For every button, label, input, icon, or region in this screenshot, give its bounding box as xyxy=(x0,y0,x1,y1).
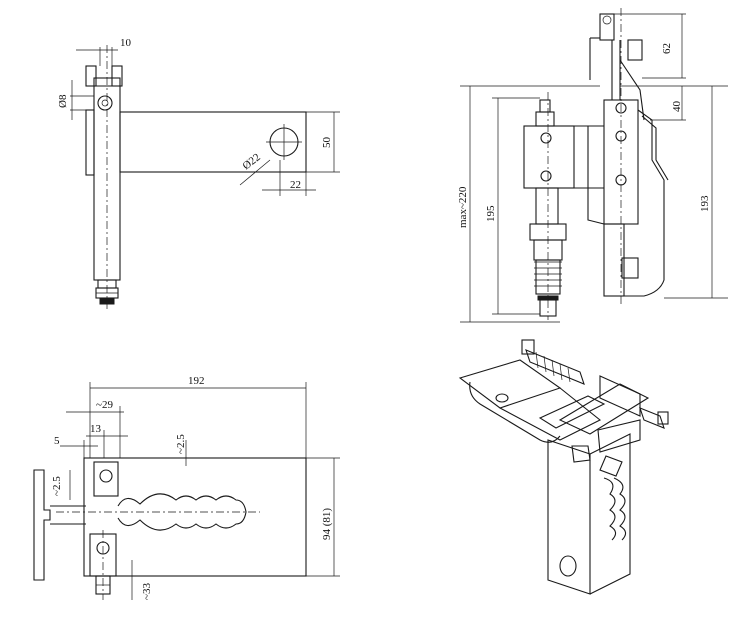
top-right-view: 62 40 max~220 195 193 xyxy=(457,8,728,323)
dim-2-5-top: ~2.5 xyxy=(175,434,187,454)
top-left-view: 10 Ø8 Ø22 50 22 xyxy=(57,37,340,310)
dim-192: 192 xyxy=(188,375,205,387)
dim-195: 195 xyxy=(485,205,497,222)
dim-10: 10 xyxy=(120,37,132,49)
dim-2-5-left: ~2.5 xyxy=(51,476,63,496)
dim-33: ~33 xyxy=(141,583,153,600)
bottom-left-view: 192 ~29 13 5 ~2.5 ~2.5 94 (81) ~33 xyxy=(33,375,340,600)
dim-5: 5 xyxy=(54,435,60,447)
dim-94-81: 94 (81) xyxy=(321,508,333,540)
isometric-view xyxy=(458,339,669,595)
dim-50: 50 xyxy=(321,137,333,149)
dim-max220: max~220 xyxy=(457,186,469,228)
dim-d8: Ø8 xyxy=(57,94,69,108)
dim-29: ~29 xyxy=(96,399,113,411)
dim-193: 193 xyxy=(699,195,711,212)
dim-62: 62 xyxy=(661,43,673,54)
dim-13: 13 xyxy=(90,423,102,435)
dim-40: 40 xyxy=(671,101,683,113)
dim-22: 22 xyxy=(290,179,301,191)
